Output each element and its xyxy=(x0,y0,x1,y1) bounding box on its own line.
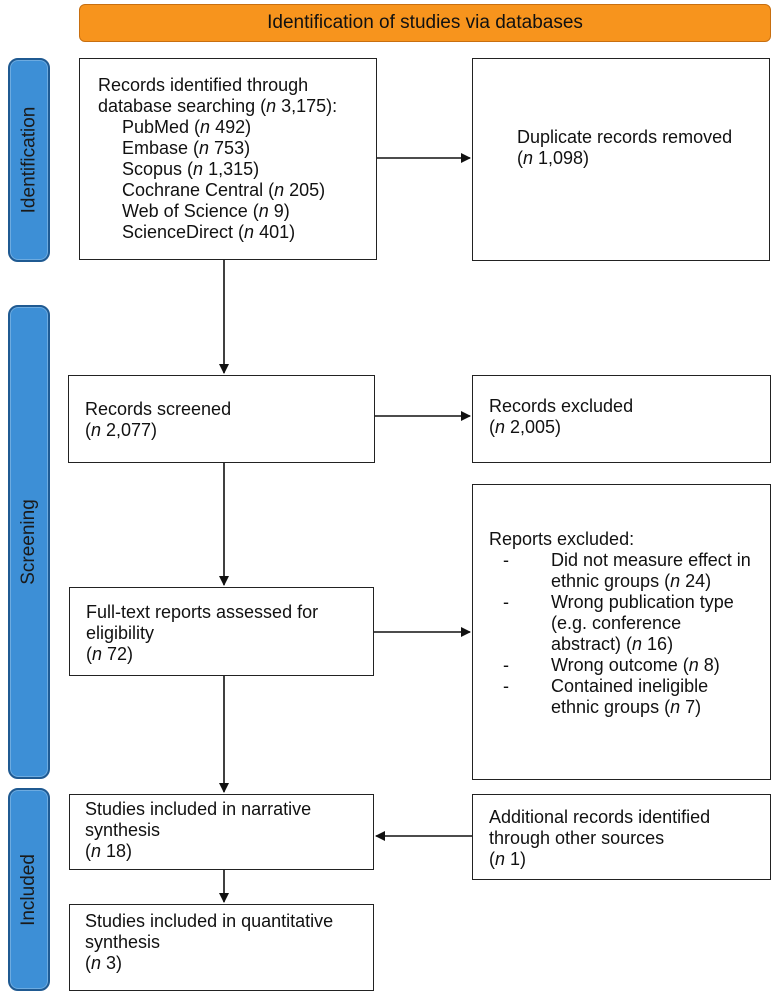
quantitative-line1: Studies included in quantitative xyxy=(85,911,334,931)
excluded-reason-publication-type: - Wrong publication type (e.g. conferenc… xyxy=(503,592,734,654)
additional-line1: Additional records identified xyxy=(489,807,711,827)
quantitative-synthesis-box: Studies included in quantitative synthes… xyxy=(69,904,374,991)
excluded-reason-effect: - Did not measure effect in ethnic group… xyxy=(503,550,751,591)
narrative-count: (n 18) xyxy=(85,841,133,861)
fulltext-line2: eligibility xyxy=(86,623,155,643)
screened-count: (n 2,077) xyxy=(85,420,158,440)
records-excluded-box: Records excluded (n 2,005) xyxy=(472,375,771,463)
fulltext-line1: Full-text reports assessed for xyxy=(86,602,319,622)
narrative-line1: Studies included in narrative xyxy=(85,799,312,819)
reports-excluded-box: Reports excluded: - Did not measure effe… xyxy=(472,484,771,780)
banner-title: Identification of studies via databases xyxy=(267,12,583,33)
excluded-reason-ethnic-groups: - Contained ineligible ethnic groups (n … xyxy=(503,676,709,717)
stage-included: Included xyxy=(8,788,50,991)
records-identified-box: Records identified through database sear… xyxy=(79,58,377,260)
source-sciencedirect: ScienceDirect (n 401) xyxy=(122,222,296,242)
records-identified-line2: database searching (n 3,175): xyxy=(98,96,338,116)
narrative-line2: synthesis xyxy=(85,820,161,840)
excluded-count: (n 2,005) xyxy=(489,417,562,437)
quantitative-count: (n 3) xyxy=(85,953,123,973)
stage-identification-label: Identification xyxy=(18,106,39,214)
fulltext-count: (n 72) xyxy=(86,644,134,664)
source-web-of-science: Web of Science (n 9) xyxy=(122,201,290,221)
source-cochrane: Cochrane Central (n 205) xyxy=(122,180,326,200)
reports-excluded-title: Reports excluded: xyxy=(489,529,635,549)
records-screened-box: Records screened (n 2,077) xyxy=(68,375,375,463)
duplicates-removed-box: Duplicate records removed (n 1,098) xyxy=(472,58,770,261)
duplicates-count: (n 1,098) xyxy=(517,148,590,168)
additional-line2: through other sources xyxy=(489,828,665,848)
source-embase: Embase (n 753) xyxy=(122,138,251,158)
identification-banner: Identification of studies via databases xyxy=(79,4,771,42)
additional-count: (n 1) xyxy=(489,849,527,869)
fulltext-assessed-box: Full-text reports assessed for eligibili… xyxy=(69,587,374,676)
reports-excluded-list: - Did not measure effect in ethnic group… xyxy=(489,550,770,718)
screened-line1: Records screened xyxy=(85,399,232,419)
records-identified-line1: Records identified through xyxy=(98,75,309,95)
quantitative-line2: synthesis xyxy=(85,932,161,952)
stage-included-label: Included xyxy=(18,853,39,926)
excluded-line1: Records excluded xyxy=(489,396,634,416)
additional-records-box: Additional records identified through ot… xyxy=(472,794,771,880)
excluded-reason-outcome: - Wrong outcome (n 8) xyxy=(503,655,720,675)
source-pubmed: PubMed (n 492) xyxy=(122,117,252,137)
source-scopus: Scopus (n 1,315) xyxy=(122,159,260,179)
narrative-synthesis-box: Studies included in narrative synthesis … xyxy=(69,794,374,870)
duplicates-line1: Duplicate records removed xyxy=(517,127,733,147)
stage-screening-label: Screening xyxy=(18,499,39,585)
stage-screening: Screening xyxy=(8,305,50,779)
stage-identification: Identification xyxy=(8,58,50,262)
